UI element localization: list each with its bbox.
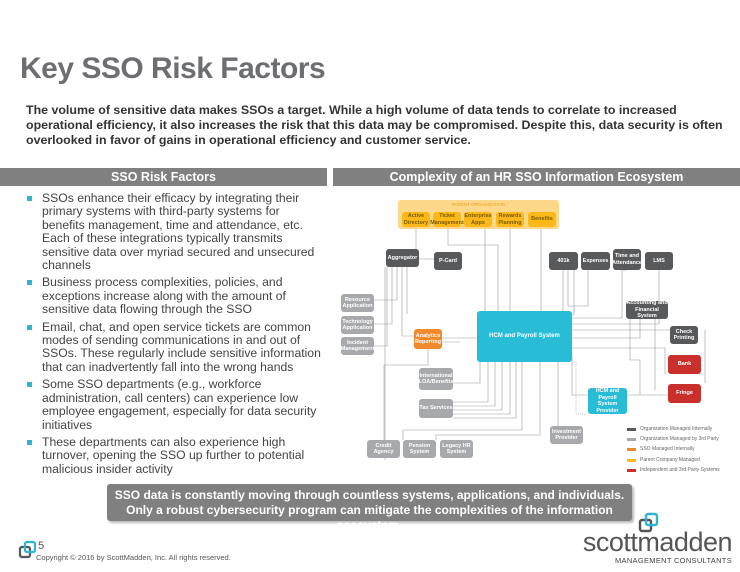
copyright: Copyright © 2016 by ScottMadden, Inc. Al… [36, 553, 231, 562]
left-header: SSO Risk Factors [0, 168, 327, 186]
node-legacy-hr: Legacy HR System [440, 440, 473, 458]
node-hcm-provider: HCM and Payroll System Provider [588, 388, 627, 414]
ecosystem-diagram: PARENT ORGANIZATION Active Directory Tic… [340, 190, 720, 473]
logo-mark-icon [638, 512, 659, 533]
node-rewards-planning: Rewards Planning [496, 212, 524, 227]
node-investment-provider: Investment Provider [550, 426, 583, 444]
node-aggregator: Aggregator [386, 249, 419, 267]
legend-item: Organization Managed by 3rd Party [627, 436, 719, 442]
list-item: SSOs enhance their efficacy by integrati… [26, 191, 322, 272]
right-header: Complexity of an HR SSO Information Ecos… [333, 168, 740, 186]
node-bank: Bank [668, 355, 701, 374]
node-tax-services: Tax Services [419, 399, 453, 418]
legend-item: Parent Company Managed [627, 457, 700, 463]
node-incident-management: Incident Management [341, 337, 374, 355]
node-credit-agency: Credit Agency [367, 440, 400, 458]
node-hcm-payroll: HCM and Payroll System [477, 311, 572, 362]
node-pcard: P-Card [434, 252, 462, 270]
list-item: Business process complexities, policies,… [26, 276, 322, 316]
node-time-attendance: Time and Attendance [612, 249, 642, 270]
logo-small-icon [18, 540, 37, 559]
node-resource-application: Resource Application [341, 294, 374, 312]
node-benefits: Benefits [528, 212, 556, 227]
connector-lines [374, 229, 706, 460]
node-accounting: Accounting and Financial System [626, 300, 668, 320]
node-ticket-management: Ticket Management [430, 212, 464, 227]
risk-factor-list: SSOs enhance their efficacy by integrati… [26, 191, 322, 480]
legend-item: Independent and 3rd Party Systems [627, 467, 720, 473]
list-item: These departments can also experience hi… [26, 435, 322, 476]
list-item: Some SSO departments (e.g., workforce ad… [26, 378, 322, 432]
logo-wordmark: scottmadden [582, 527, 733, 557]
node-technology-application: Technology Application [341, 316, 374, 334]
node-401k: 401k [549, 252, 578, 270]
node-lms: LMS [645, 252, 673, 270]
company-logo: scottmadden MANAGEMENT CONSULTANTS [582, 527, 733, 565]
page-number: 5 [38, 540, 45, 552]
legend-item: Organization Managed Internally [627, 426, 712, 432]
node-fringe: Fringe [668, 384, 701, 403]
node-analytics-reporting: Analytics Reporting [414, 329, 442, 349]
page-title: Key SSO Risk Factors [20, 52, 326, 85]
callout-box: SSO data is constantly moving through co… [107, 484, 632, 532]
list-item: Email, chat, and open service tickets ar… [26, 320, 322, 375]
logo-subtitle: MANAGEMENT CONSULTANTS [614, 556, 732, 565]
legend-item: SSO Managed Internally [627, 446, 694, 452]
node-enterprise-apps: Enterprise Apps [464, 212, 492, 227]
node-international-loa: International LOA/Benefits [419, 368, 453, 390]
node-expenses: Expenses [581, 252, 610, 270]
intro-text: The volume of sensitive data makes SSOs … [26, 103, 723, 147]
node-pension-system: Pension System [403, 440, 436, 458]
node-active-directory: Active Directory [402, 212, 430, 227]
node-check-printing: Check Printing [670, 326, 698, 344]
